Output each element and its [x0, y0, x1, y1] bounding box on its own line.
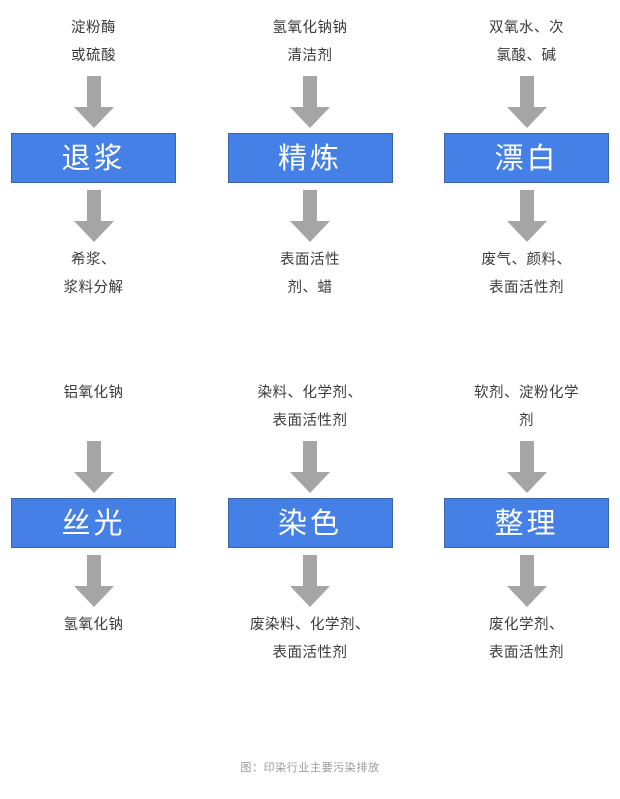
down-arrow-icon [73, 76, 114, 128]
output-label-desizing: 希浆、 浆料分解 [63, 252, 124, 296]
arrow-shaft [519, 190, 534, 223]
output-label-mercerizing: 氢氧化钠 [63, 617, 124, 633]
flow-column-desizing: 淀粉酶 或硫酸 退浆 希浆、 浆料分解 [11, 14, 176, 302]
arrow-shaft [519, 441, 534, 474]
process-box-finishing[interactable]: 整理 [444, 498, 609, 548]
input-label-scouring: 氢氧化钠钠 清洁剂 [272, 20, 348, 64]
arrow-shaft [303, 190, 317, 223]
arrow-shaft [86, 76, 101, 109]
arrow-shaft [86, 190, 101, 223]
input-label-bleaching: 双氧水、次 氯酸、碱 [489, 20, 564, 64]
arrow-head [290, 221, 330, 242]
down-arrow-icon [290, 76, 330, 128]
down-arrow-icon [290, 441, 330, 493]
process-label-mercerizing: 丝光 [61, 505, 126, 540]
arrow-head [506, 586, 547, 607]
down-arrow-icon [73, 190, 114, 242]
flow-column-finishing: 软剂、淀粉化学 剂 整理 废化学剂、 表面活性剂 [444, 379, 609, 667]
flow-column-bleaching: 双氧水、次 氯酸、碱 漂白 废气、颜料、 表面活性剂 [444, 14, 609, 302]
arrow-shaft [303, 555, 317, 588]
arrow-head [290, 586, 330, 607]
output-label-bleaching: 废气、颜料、 表面活性剂 [481, 252, 572, 296]
down-arrow-icon [506, 555, 547, 607]
arrow-head [506, 107, 547, 128]
process-box-mercerizing[interactable]: 丝光 [11, 498, 176, 548]
flow-column-mercerizing: 铝氧化钠 丝光 氢氧化钠 [11, 379, 176, 667]
arrow-shaft [86, 555, 101, 588]
row-separator [0, 302, 620, 346]
arrow-shaft [519, 76, 534, 109]
arrow-shaft [86, 441, 101, 474]
arrow-head [73, 586, 114, 607]
process-box-dyeing[interactable]: 染色 [227, 498, 393, 548]
process-box-desizing[interactable]: 退浆 [11, 133, 176, 183]
process-label-scouring: 精炼 [277, 140, 342, 175]
arrow-head [73, 107, 114, 128]
down-arrow-icon [290, 555, 330, 607]
down-arrow-icon [73, 441, 114, 493]
down-arrow-icon [73, 555, 114, 607]
flow-column-dyeing: 染料、化学剂、 表面活性剂 染色 废染料、化学剂、 表面活性剂 [227, 379, 393, 667]
input-label-desizing: 淀粉酶 或硫酸 [71, 20, 116, 64]
input-label-dyeing: 染料、化学剂、 表面活性剂 [257, 385, 363, 429]
arrow-head [290, 107, 330, 128]
figure-caption: 图：印染行业主要污染排放 [240, 762, 380, 774]
input-label-finishing: 软剂、淀粉化学 剂 [474, 385, 579, 429]
process-box-scouring[interactable]: 精炼 [227, 133, 393, 183]
down-arrow-icon [506, 441, 547, 493]
arrow-shaft [303, 441, 317, 474]
arrow-head [506, 221, 547, 242]
output-label-scouring: 表面活性 剂、蜡 [280, 252, 340, 296]
flow-row-1: 淀粉酶 或硫酸 退浆 希浆、 浆料分解 氢氧化钠钠 清洁剂 精炼 [0, 0, 620, 302]
down-arrow-icon [290, 190, 330, 242]
input-label-mercerizing: 铝氧化钠 [63, 385, 124, 401]
process-label-desizing: 退浆 [61, 140, 126, 175]
output-label-finishing: 废化学剂、 表面活性剂 [489, 617, 564, 661]
arrow-head [506, 472, 547, 493]
down-arrow-icon [506, 190, 547, 242]
flow-column-scouring: 氢氧化钠钠 清洁剂 精炼 表面活性 剂、蜡 [227, 14, 393, 302]
arrow-head [73, 472, 114, 493]
process-box-bleaching[interactable]: 漂白 [444, 133, 609, 183]
process-label-finishing: 整理 [494, 505, 559, 540]
process-label-bleaching: 漂白 [494, 140, 559, 175]
down-arrow-icon [506, 76, 547, 128]
arrow-head [290, 472, 330, 493]
arrow-shaft [519, 555, 534, 588]
process-label-dyeing: 染色 [277, 505, 342, 540]
arrow-head [73, 221, 114, 242]
flow-row-2: 铝氧化钠 丝光 氢氧化钠 染料、化学剂、 表面活性剂 染色 [0, 346, 620, 667]
output-label-dyeing: 废染料、化学剂、 表面活性剂 [250, 617, 370, 661]
arrow-shaft [303, 76, 317, 109]
